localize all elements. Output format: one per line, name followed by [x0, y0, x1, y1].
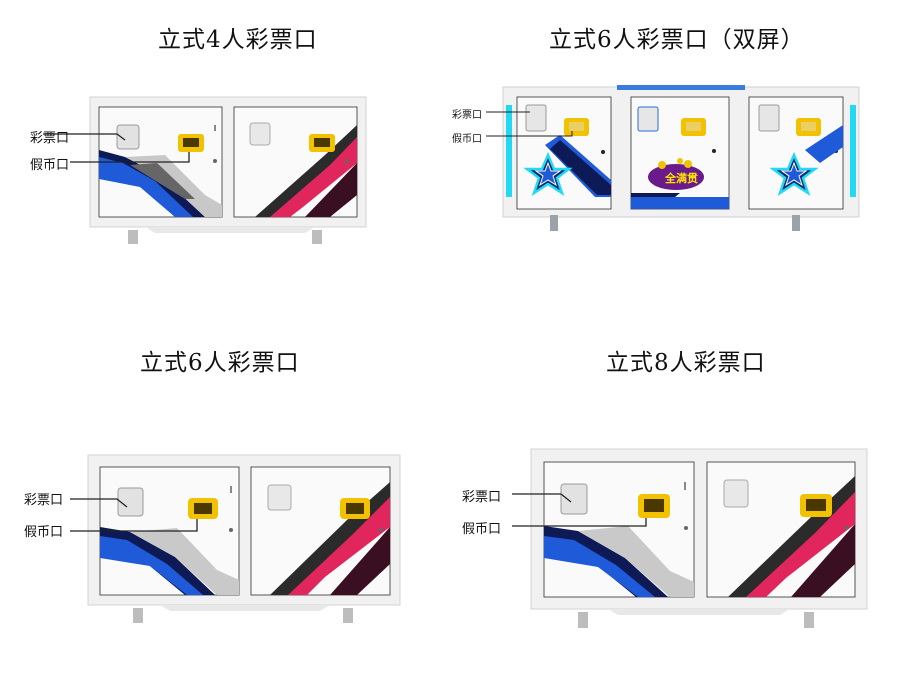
panel-3-coin-label: 假币口	[24, 525, 64, 540]
panel-4-title: 立式8人彩票口	[606, 350, 766, 376]
side-light-right	[850, 105, 856, 197]
panel-4-ticket-label: 彩票口	[462, 490, 502, 505]
panel-4-coin-label: 假币口	[462, 522, 502, 537]
leg-right	[792, 215, 800, 231]
panel-2-ticket-label: 彩票口	[452, 110, 482, 121]
caster-left	[128, 230, 138, 244]
panel-1-title: 立式4人彩票口	[158, 27, 318, 53]
caster-right	[312, 230, 322, 244]
right-door-art	[233, 106, 358, 218]
panel-3-ticket-label: 彩票口	[24, 493, 64, 508]
ticket-outlet-right	[249, 122, 271, 146]
panel-1-cabinet	[43, 96, 367, 244]
center-logo-icon	[648, 158, 704, 190]
panel-3-title: 立式6人彩票口	[140, 350, 300, 376]
side-light-left	[506, 105, 512, 197]
center-logo-text: 全满贯	[665, 172, 698, 185]
panel-2-title: 立式6人彩票口（双屏）	[549, 27, 805, 53]
panel-2-coin-label: 假币口	[452, 134, 482, 145]
panel-2-cabinet	[486, 85, 860, 231]
panel-1-ticket-label: 彩票口	[30, 131, 70, 146]
panel-3-cabinet	[70, 454, 401, 623]
ticket-outlet-left	[116, 124, 140, 150]
leg-left	[550, 215, 558, 231]
star-logo-left-icon	[523, 151, 573, 196]
panel-4-cabinet	[512, 448, 868, 628]
panel-1-coin-label: 假币口	[30, 158, 70, 173]
star-logo-right-icon	[769, 151, 819, 196]
